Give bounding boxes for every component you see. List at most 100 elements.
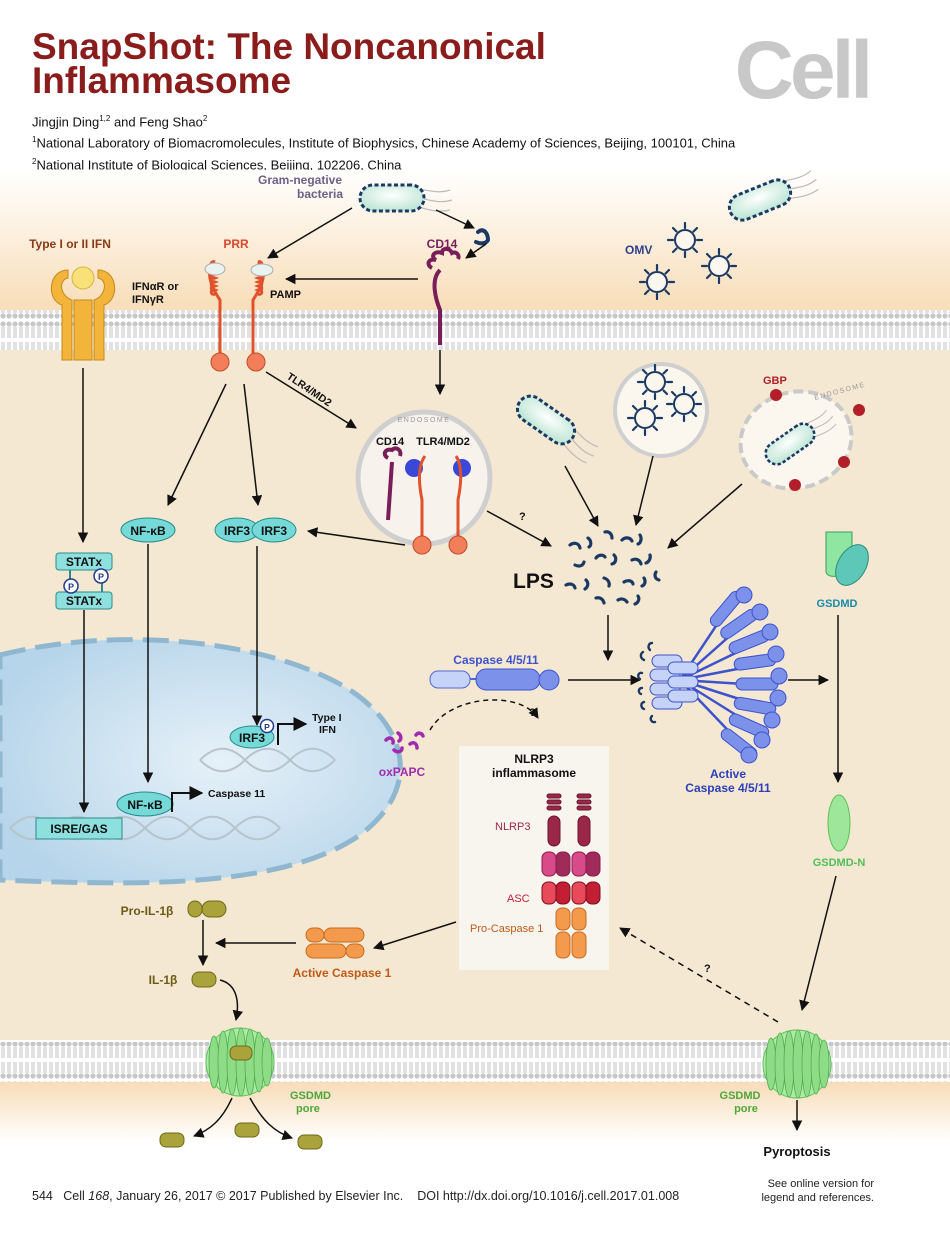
arrow-prr-to-nfkb	[167, 383, 227, 506]
label-nlrp3-title-1: NLRP3	[514, 752, 554, 766]
omv-icon	[666, 221, 704, 259]
authors-block: Jingjin Ding1,2 and Feng Shao2 1National…	[32, 110, 735, 174]
il1b-in-pore-icon	[229, 1045, 253, 1061]
label-ifn: IFN	[319, 724, 336, 736]
label-bacteria: bacteria	[297, 187, 343, 201]
label-ifnar: IFNαR or	[132, 281, 179, 293]
label-pro-il1b: Pro-IL-1β	[121, 904, 174, 918]
lps-fragment-icon	[474, 228, 491, 246]
tlr4-tir-domain	[448, 535, 468, 555]
isre-gas-box	[35, 817, 123, 840]
arrow-bacterium-to-lps	[564, 465, 599, 527]
label-irf3-b: IRF3	[261, 524, 287, 538]
label-cd14-endosome: CD14	[376, 436, 405, 448]
doi-link[interactable]: DOI http://dx.doi.org/10.1016/j.cell.201…	[417, 1189, 680, 1203]
irf3-cytosol	[251, 517, 297, 543]
cell-logo-text: Cell	[735, 25, 869, 112]
tlr4-endosome-icon	[417, 455, 463, 540]
label-oxpapc: oxPAPC	[379, 765, 426, 779]
label-caspase-4511: Caspase 4/5/11	[453, 653, 539, 667]
label-omv: OMV	[625, 243, 652, 257]
gsdmd-icon	[825, 531, 869, 586]
label-active-1: Active	[710, 767, 746, 781]
label-nlrp3-title-2: inflammasome	[492, 766, 576, 780]
arrow-tlr4-to-irf3	[306, 527, 406, 546]
nlrp3-complex-icon	[541, 793, 601, 959]
label-caspase11: Caspase 11	[208, 788, 265, 800]
label-statx-2: STATx	[66, 594, 103, 608]
arrow-nlrp3-to-caspase1	[372, 921, 457, 951]
label-pamp: PAMP	[270, 289, 301, 301]
label-nlrp3: NLRP3	[495, 821, 530, 833]
endosome-tlr4	[355, 409, 493, 547]
label-gsdmd-pore-1: GSDMD	[290, 1090, 331, 1102]
label-p-2: P	[68, 582, 74, 592]
label-p-3: P	[264, 722, 270, 732]
active-caspase-complex	[637, 586, 788, 764]
omv-icon	[665, 385, 703, 423]
label-pyroptosis: Pyroptosis	[763, 1144, 830, 1159]
arrow-oxpapc-to-nlrp3	[429, 699, 539, 731]
label-prr: PRR	[223, 237, 249, 251]
arrow-gsdmdn-to-pore	[799, 875, 837, 1012]
released-il1b-icon	[234, 1122, 260, 1138]
caspase-4511-icon	[429, 668, 560, 691]
phospho-icon	[259, 718, 275, 734]
page-title: SnapShot: The Noncanonical Inflammasome	[32, 26, 546, 101]
active-caspase1-icon	[305, 927, 365, 959]
label-pro-caspase1: Pro-Caspase 1	[470, 923, 543, 935]
arrow-endosome-to-lps	[486, 510, 552, 547]
label-irf3-a: IRF3	[224, 524, 250, 538]
il1b-icon	[191, 971, 217, 988]
page-footer: 544 Cell 168, January 26, 2017 © 2017 Pu…	[32, 1189, 680, 1203]
label-cd14: CD14	[427, 237, 458, 251]
label-pore-1: pore	[296, 1103, 320, 1115]
arrow-prr-to-endosome	[265, 371, 357, 429]
label-tlr4md2-endosome: TLR4/MD2	[416, 436, 470, 448]
label-il1b: IL-1β	[149, 973, 178, 987]
label-gram-negative: Gram-negative	[258, 173, 342, 187]
label-ifngr: IFNγR	[132, 294, 164, 306]
released-il1b-icon	[159, 1132, 185, 1148]
label-asc: ASC	[507, 893, 530, 905]
oxpapc-icon	[384, 731, 425, 754]
prr-tir-domain	[246, 352, 266, 372]
label-nfkb: NF-κB	[130, 524, 166, 538]
omv-icon	[636, 363, 674, 401]
omv-icon	[626, 399, 664, 437]
arrow-bacteria-to-prr	[267, 207, 353, 259]
affiliation-2: 2National Institute of Biological Scienc…	[32, 156, 402, 172]
online-note: See online version for legend and refere…	[761, 1178, 874, 1204]
arrow-il1b-to-pore	[219, 979, 243, 1022]
ifn-receptor-icon	[50, 266, 116, 361]
transcription-arrow-caspase11	[171, 786, 204, 812]
statx-bottom	[55, 591, 113, 610]
plasma-membrane-top	[0, 310, 950, 350]
label-p-1: P	[98, 572, 104, 582]
cd14-endosome-icon	[382, 446, 403, 521]
question-mark-1: ?	[519, 511, 526, 523]
released-il1b-icon	[297, 1134, 323, 1150]
omv-icon	[700, 247, 738, 285]
phospho-icon	[63, 578, 79, 594]
dna-helix-1	[199, 747, 336, 773]
prr-tir-domain	[210, 352, 230, 372]
label-pore-2: pore	[734, 1103, 758, 1115]
label-type-ifn: Type I or II IFN	[29, 237, 111, 251]
arrow-il1b-release-left	[193, 1097, 233, 1138]
label-lps: LPS	[513, 570, 554, 593]
arrow-gbp-to-lps	[667, 483, 743, 549]
pro-il1b-icon	[187, 900, 227, 918]
transcription-arrow-type1ifn	[277, 717, 308, 745]
label-statx-1: STATx	[66, 555, 103, 569]
question-mark-3: ?	[704, 963, 711, 975]
arrow-il1b-release-right	[249, 1097, 293, 1140]
affiliation-1: 1National Laboratory of Biomacromolecule…	[32, 135, 736, 151]
lps-cluster	[564, 530, 661, 606]
label-gsdmd-n: GSDMD-N	[813, 857, 866, 869]
nfkb-cytosol	[120, 517, 176, 543]
gbp-icon	[770, 389, 865, 491]
label-type1: Type I	[312, 712, 342, 724]
question-mark-2: ?	[529, 707, 536, 719]
